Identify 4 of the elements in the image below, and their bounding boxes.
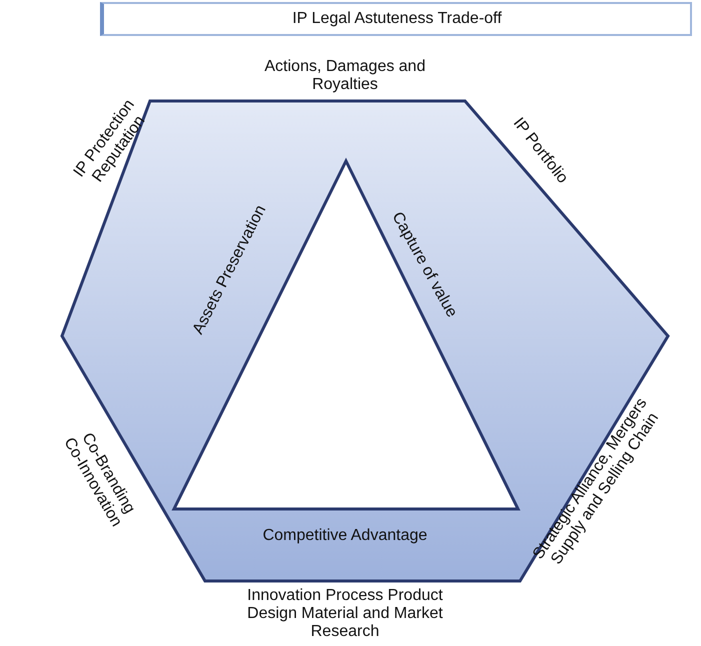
title-banner: IP Legal Astuteness Trade-off	[100, 2, 692, 36]
base-label: Competitive Advantage	[262, 527, 428, 545]
outer-label: Innovation Process Product Design Material and Market Research	[246, 587, 444, 641]
outer-label: Actions, Damages and Royalties	[264, 58, 426, 94]
